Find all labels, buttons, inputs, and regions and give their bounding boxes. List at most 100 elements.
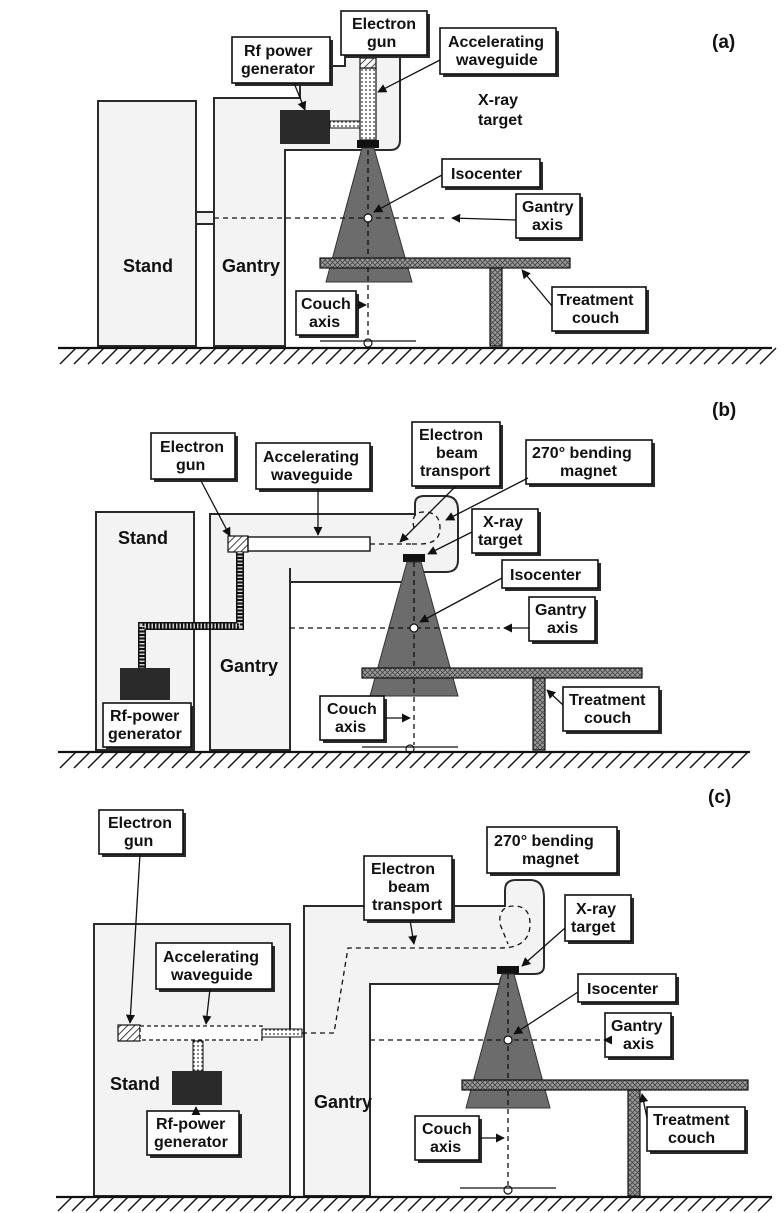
floor-hatch-line <box>451 751 469 769</box>
floor-hatch-line <box>633 751 651 769</box>
floor-hatch-line <box>115 347 133 365</box>
floor-hatch-line <box>563 347 581 365</box>
panel-b-stand-label: Stand <box>118 528 168 548</box>
floor-hatch-line <box>659 1196 675 1212</box>
floor-hatch-line <box>87 347 105 365</box>
panel-c-couch-pivot <box>503 1185 513 1195</box>
floor-hatch-line <box>143 751 161 769</box>
svg-text:couch: couch <box>584 710 631 727</box>
floor-hatch-line <box>715 1196 731 1212</box>
panel-c-floor-hatching <box>57 1196 773 1212</box>
svg-text:Electron: Electron <box>352 16 416 33</box>
panel-c-stand-label: Stand <box>110 1074 160 1094</box>
svg-text:target: target <box>571 919 616 936</box>
floor-hatch-line <box>631 1196 647 1212</box>
floor-hatch-line <box>675 347 693 365</box>
svg-text:beam: beam <box>388 879 430 896</box>
floor-hatch-line <box>267 1196 283 1212</box>
floor-hatch-line <box>717 347 735 365</box>
svg-text:waveguide: waveguide <box>170 967 253 984</box>
panel-c-gantry-label: Gantry <box>314 1092 372 1112</box>
svg-text:Couch: Couch <box>327 701 377 718</box>
svg-text:beam: beam <box>436 445 478 462</box>
floor-hatch-line <box>575 1196 591 1212</box>
floor-hatch-line <box>143 347 161 365</box>
floor-hatch-line <box>521 347 539 365</box>
panel-b-bending-path <box>412 511 441 545</box>
panel-a-label-rf: Rf power generator <box>231 36 333 86</box>
floor-hatch-line <box>367 751 385 769</box>
panel-a-label-couch: Treatment couch <box>551 286 649 334</box>
floor-hatch-line <box>367 347 385 365</box>
floor-hatch-line <box>521 751 539 769</box>
floor-hatch-line <box>351 1196 367 1212</box>
floor-hatch-line <box>395 751 413 769</box>
floor-hatch-line <box>603 1196 619 1212</box>
floor-hatch-line <box>549 751 567 769</box>
floor-hatch-line <box>605 751 623 769</box>
floor-hatch-line <box>687 1196 703 1212</box>
floor-hatch-line <box>661 347 679 365</box>
panel-a-rf-waveguide-link <box>329 120 363 129</box>
panel-a-gantry-label: Gantry <box>222 256 280 276</box>
floor-hatch-line <box>645 1196 661 1212</box>
panel-b-label-target: X-ray target <box>471 508 541 556</box>
svg-text:270° bending: 270° bending <box>532 445 632 462</box>
floor-hatch-line <box>535 347 553 365</box>
floor-hatch-line <box>311 347 329 365</box>
panel-c-target <box>497 966 519 974</box>
panel-c-electron-gun <box>117 1024 141 1042</box>
svg-text:axis: axis <box>430 1139 461 1156</box>
floor-hatch-line <box>563 751 581 769</box>
panel-b-electron-gun <box>227 535 249 553</box>
floor-hatch-line <box>533 1196 549 1212</box>
floor-hatch-line <box>731 751 749 769</box>
panel-c-couch-top <box>461 1079 749 1091</box>
floor-hatch-line <box>577 751 595 769</box>
floor-hatch-line <box>519 1196 535 1212</box>
panel-c-label-rf: Rf-power generator <box>146 1110 242 1158</box>
svg-text:magnet: magnet <box>522 851 580 868</box>
floor-hatch-line <box>479 751 497 769</box>
svg-text:gun: gun <box>124 833 153 850</box>
panel-c-label-beam-transport: Electron beam transport <box>363 855 455 923</box>
floor-hatch-line <box>647 347 665 365</box>
floor-hatch-line <box>227 347 245 365</box>
floor-hatch-line <box>183 1196 199 1212</box>
floor-hatch-line <box>701 1196 717 1212</box>
floor-hatch-line <box>157 751 175 769</box>
svg-text:axis: axis <box>623 1036 654 1053</box>
floor-hatch-line <box>213 347 231 365</box>
floor-hatch-line <box>689 751 707 769</box>
svg-text:axis: axis <box>532 217 563 234</box>
svg-text:Accelerating: Accelerating <box>263 449 359 466</box>
panel-c-label-waveguide: Accelerating waveguide <box>155 942 275 992</box>
floor-hatch-line <box>465 751 483 769</box>
floor-hatch-line <box>297 751 315 769</box>
floor-hatch-line <box>675 751 693 769</box>
panel-c-label-gantry-axis: Gantry axis <box>604 1012 674 1060</box>
panel-b-couch-top <box>361 667 643 679</box>
floor-hatch-line <box>129 347 147 365</box>
floor-hatch-line <box>211 1196 227 1212</box>
floor-hatch-line <box>85 1196 101 1212</box>
svg-text:target: target <box>478 112 523 129</box>
floor-hatch-line <box>661 751 679 769</box>
panel-c-label-couch: Treatment couch <box>646 1106 748 1154</box>
floor-hatch-line <box>71 1196 87 1212</box>
floor-hatch-line <box>115 751 133 769</box>
floor-hatch-line <box>255 751 273 769</box>
floor-hatch-line <box>479 347 497 365</box>
floor-hatch-line <box>757 1196 773 1212</box>
floor-hatch-line <box>717 751 735 769</box>
floor-hatch-line <box>309 1196 325 1212</box>
floor-hatch-line <box>311 751 329 769</box>
svg-text:Rf power: Rf power <box>244 43 312 60</box>
panel-c-label-gun: Electron gun <box>98 809 186 857</box>
panel-b-accelerating-waveguide <box>247 536 371 552</box>
floor-hatch-line <box>589 1196 605 1212</box>
floor-hatch-line <box>409 751 427 769</box>
svg-text:Electron: Electron <box>371 861 435 878</box>
panel-c-waveguide-extension <box>261 1028 303 1038</box>
floor-hatch-line <box>673 1196 689 1212</box>
